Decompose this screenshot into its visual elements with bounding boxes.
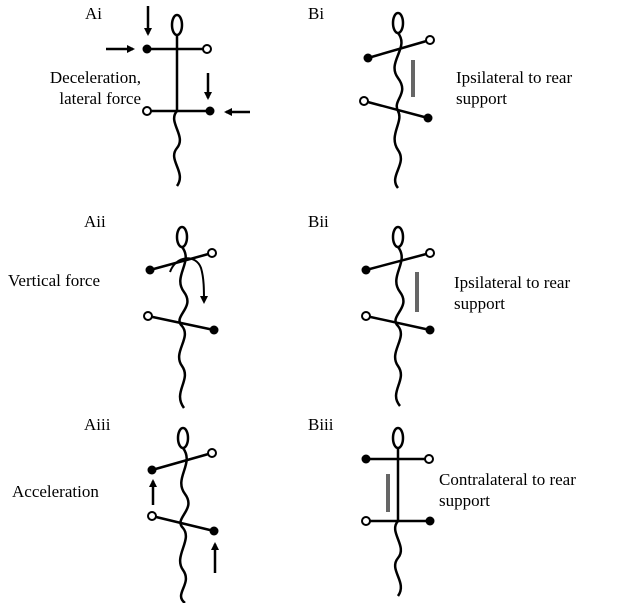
head-icon (391, 426, 405, 450)
foot-open (425, 35, 435, 45)
foot-filled (142, 44, 152, 54)
caption-line: Ipsilateral to rear (454, 273, 571, 292)
rear-leg-pair (151, 514, 215, 533)
panel-caption-ai: Deceleration, lateral force (8, 67, 141, 109)
foot-filled (209, 325, 219, 335)
panel-label-ai: Ai (85, 4, 102, 23)
foot-open (361, 311, 371, 321)
foot-open (359, 96, 369, 106)
panel-ai-figure (106, 6, 250, 187)
foot-filled (425, 325, 435, 335)
panel-aii-figure (143, 225, 219, 409)
body-axis (178, 447, 190, 603)
caption-line: support (439, 491, 490, 510)
body-axis (393, 246, 405, 407)
head-icon (170, 13, 184, 37)
panel-aiii-figure (147, 426, 219, 603)
caption-line: support (454, 294, 505, 313)
foot-open (424, 454, 434, 464)
panel-caption-bi: Ipsilateral to rear support (456, 67, 572, 109)
foot-filled (205, 106, 215, 116)
foot-open (425, 248, 435, 258)
caption-line: lateral force (59, 89, 141, 108)
caption-line: Ipsilateral to rear (456, 68, 573, 87)
foot-open (207, 448, 217, 458)
body-axis (177, 246, 189, 409)
panel-caption-aiii: Acceleration (12, 482, 99, 501)
foot-filled (363, 53, 373, 63)
panel-bii-figure (361, 225, 435, 407)
foot-open (143, 311, 153, 321)
tail (393, 520, 403, 597)
foot-open (202, 44, 212, 54)
foot-filled (209, 526, 219, 536)
front-leg-pair (149, 251, 213, 272)
panel-caption-bii: Ipsilateral to rear support (454, 272, 570, 314)
panel-label-biii: Biii (308, 415, 334, 434)
head-icon (175, 225, 189, 249)
tail (172, 110, 182, 187)
foot-filled (361, 454, 371, 464)
caption-line: Deceleration, (49, 68, 141, 87)
panel-caption-biii: Contralateral to rear support (439, 469, 576, 511)
head-icon (391, 225, 405, 249)
head-icon (391, 11, 405, 35)
rear-leg-pair (363, 99, 429, 120)
rotation-arrow-icon (169, 257, 208, 304)
foot-filled (425, 516, 435, 526)
panel-label-bi: Bi (308, 4, 325, 23)
foot-open (361, 516, 371, 526)
foot-filled (147, 465, 157, 475)
foot-open (207, 248, 217, 258)
panel-label-aiii: Aiii (84, 415, 111, 434)
foot-open (142, 106, 152, 116)
rear-leg-pair (147, 314, 215, 332)
foot-open (147, 511, 157, 521)
panel-label-aii: Aii (84, 212, 106, 231)
panel-label-bii: Bii (308, 212, 329, 231)
foot-filled (361, 265, 371, 275)
foot-filled (423, 113, 433, 123)
caption-line: Contralateral to rear (439, 470, 576, 489)
foot-filled (145, 265, 155, 275)
front-leg-pair (151, 451, 213, 472)
front-leg-pair (367, 38, 431, 60)
panel-bi-figure (359, 11, 435, 189)
rear-leg-pair (365, 314, 431, 332)
panel-biii-figure (361, 426, 435, 597)
front-leg-pair (365, 251, 431, 272)
panel-caption-aii: Vertical force (8, 271, 101, 290)
caption-line: support (456, 89, 507, 108)
head-icon (176, 426, 190, 450)
